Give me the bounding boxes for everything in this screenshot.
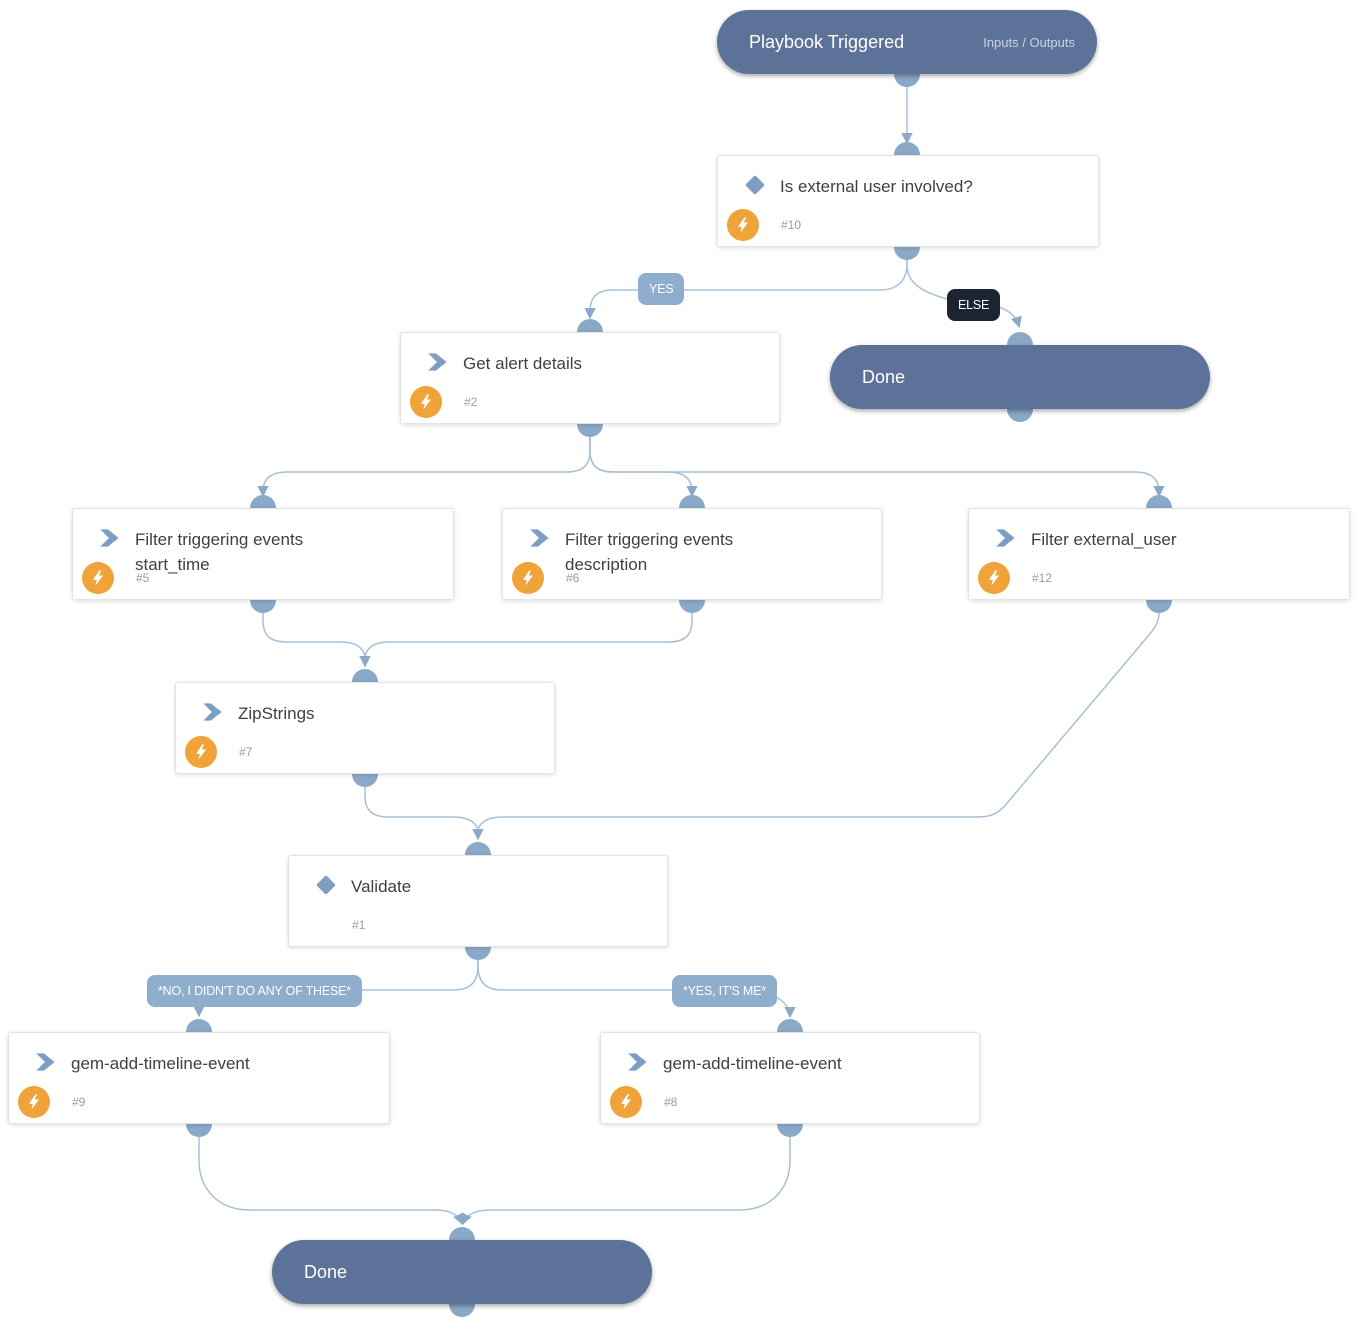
lightning-icon [93,570,103,586]
edge-filter-start-time-to-zipstrings [262,613,371,668]
active-lightning-badge [978,562,1010,594]
node-title: Filter triggering events start_time [135,530,304,574]
node-title: Filter triggering events description [565,530,734,574]
lightning-icon [29,1094,39,1110]
active-lightning-badge [512,562,544,594]
node-done-else[interactable]: Done [830,345,1210,409]
node-sequence-number: #2 [464,395,478,409]
active-lightning-badge [82,562,114,594]
action-icon [97,525,123,551]
active-lightning-badge [185,736,217,768]
node-gem-add-timeline-event-9[interactable]: gem-add-timeline-event #9 [8,1032,390,1124]
action-chevron-icon [36,1053,55,1071]
lightning-icon [621,1094,631,1110]
edge-filter-description-to-zipstrings [359,613,693,668]
node-title: Filter external_user [1031,530,1177,549]
edge-decision-yes-to-get-alert [584,259,908,320]
label-yes[interactable]: YES [638,273,685,305]
lightning-icon [421,394,431,410]
action-chevron-icon [203,703,222,721]
edge-gem-9-to-done [198,1137,464,1226]
action-chevron-icon [996,529,1015,547]
action-icon [33,1049,59,1075]
active-lightning-badge [727,209,759,241]
pill-title: Playbook Triggered [749,31,905,52]
node-sequence-number: #7 [239,745,253,759]
node-title: Get alert details [463,354,583,373]
node-filter-triggering-events-description[interactable]: Filter triggering events description#6 [502,508,882,600]
active-lightning-badge [410,386,442,418]
node-done-end[interactable]: Done [272,1240,652,1304]
node-gem-add-timeline-event-8[interactable]: gem-add-timeline-event #8 [600,1032,980,1124]
node-decision-is-external-user-involved[interactable]: Is external user involved? #10 [717,155,1099,247]
pill-title: Done [304,1261,348,1282]
active-lightning-badge [610,1086,642,1118]
node-sequence-number: #9 [72,1095,86,1109]
node-get-alert-details[interactable]: Get alert details #2 [400,332,780,424]
active-lightning-badge [18,1086,50,1118]
lightning-icon [989,570,999,586]
lightning-icon [196,744,206,760]
node-filter-triggering-events-start-time[interactable]: Filter triggering events start_time#5 [72,508,454,600]
node-sequence-number: #10 [781,218,802,232]
node-title: ZipStrings [238,704,315,723]
node-sequence-number: #5 [136,571,150,585]
label-no-branch[interactable]: *NO, I DIDN'T DO ANY OF THESE* [147,975,362,1007]
node-zipstrings[interactable]: ZipStrings #7 [175,682,555,774]
node-playbook-triggered[interactable]: Playbook Triggered Inputs / Outputs [717,10,1097,74]
node-title: gem-add-timeline-event [663,1054,842,1073]
node-title: Validate [351,877,412,896]
node-filter-external-user[interactable]: Filter external_user #12 [968,508,1350,600]
pill-title: Done [862,366,906,387]
node-sequence-number: #6 [566,571,580,585]
decision-diamond-icon [745,175,765,195]
action-chevron-icon [628,1053,647,1071]
label-yes-branch[interactable]: *YES, IT'S ME* [672,975,777,1007]
edge-get-alert-to-filter-start-time [257,437,591,498]
edge-get-alert-to-filter-external-user [589,437,1165,498]
node-title: Is external user involved? [780,177,973,196]
edge-filter-external-user-to-validate [472,612,1160,841]
node-sequence-number: #1 [352,918,366,932]
node-sequence-number: #8 [664,1095,678,1109]
edge-gem-8-to-done [461,1137,791,1226]
action-icon [425,349,451,375]
edge-zipstrings-to-validate [364,787,484,841]
action-chevron-icon [428,353,447,371]
decision-diamond-icon [316,875,336,895]
inputs-outputs-link[interactable]: Inputs / Outputs [983,34,1075,50]
action-chevron-icon [100,529,119,547]
action-icon [527,525,553,551]
action-icon [625,1049,651,1075]
action-icon [993,525,1019,551]
lightning-icon [738,217,748,233]
label-else[interactable]: ELSE [947,289,1001,321]
lightning-icon [523,570,533,586]
edge-get-alert-to-filter-description [589,437,698,498]
decision-icon [742,172,768,198]
action-chevron-icon [530,529,549,547]
node-validate[interactable]: Validate #1 [288,855,668,947]
action-icon [200,699,226,725]
node-title: gem-add-timeline-event [71,1054,250,1073]
decision-icon [313,872,339,898]
node-sequence-number: #12 [1032,571,1053,585]
